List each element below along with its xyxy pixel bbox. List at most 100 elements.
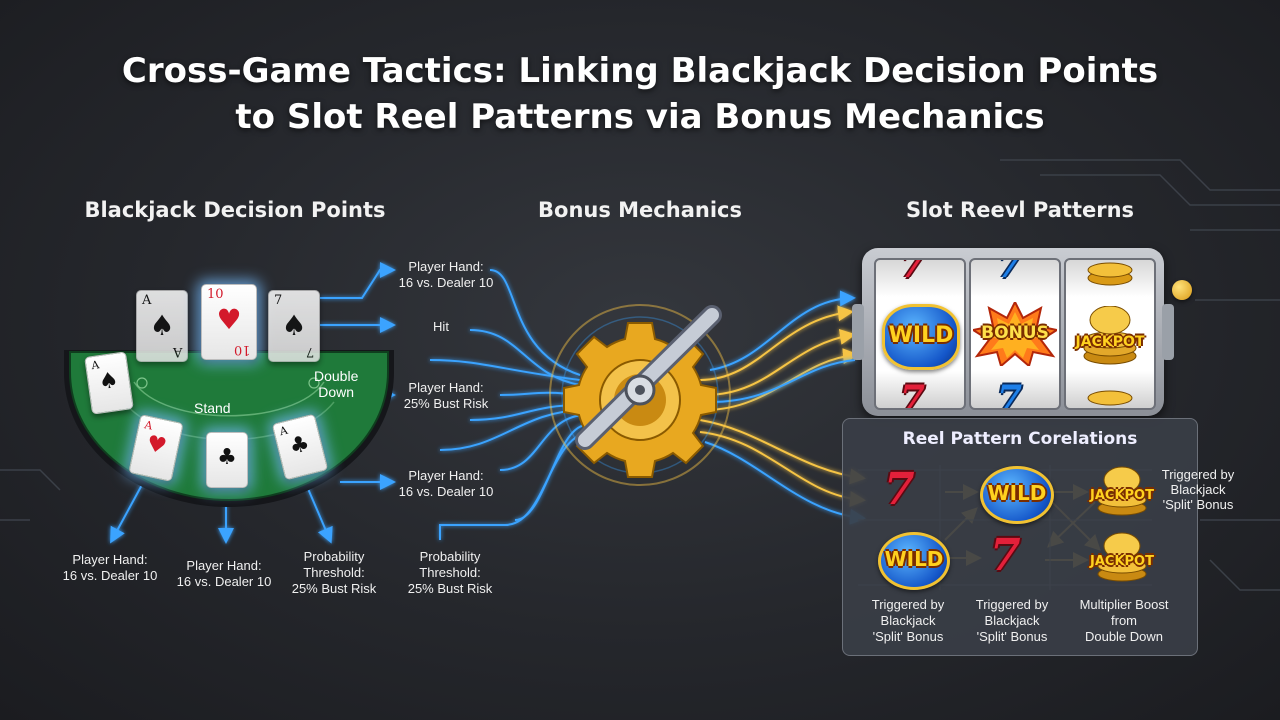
card-rank: A	[142, 293, 152, 308]
spade-icon: ♠	[149, 309, 175, 342]
gold-connectors	[699, 305, 866, 507]
label-line: Player Hand:	[408, 380, 484, 395]
lever-icon	[575, 305, 722, 450]
heart-icon: ♥	[216, 303, 242, 336]
stand-label: Stand	[194, 400, 231, 416]
label-line: 16 vs. Dealer 10	[398, 484, 494, 499]
jackpot-text: JACKPOT	[1090, 554, 1154, 569]
coins-icon	[1087, 262, 1133, 286]
coins-stack-icon	[1097, 466, 1147, 516]
label-line: Player Hand:	[186, 558, 262, 573]
double-down-line-2: Down	[318, 384, 355, 400]
bonus-burst-icon	[973, 302, 1057, 366]
machine-side-right	[1162, 304, 1174, 360]
card-table-clubs: ♣	[206, 432, 248, 488]
label-line: 16 vs. Dealer 10	[62, 568, 158, 583]
club-icon: ♣	[217, 445, 237, 470]
label-line: Blackjack	[1170, 482, 1226, 497]
section-slot-heading: Slot Reevl Patterns	[905, 198, 1135, 222]
corr-caption-1: Triggered by Blackjack 'Split' Bonus	[858, 597, 958, 645]
label-line: 'Split' Bonus	[872, 629, 944, 644]
section-blackjack-heading: Blackjack Decision Points	[84, 198, 386, 222]
double-down-label: Double Down	[314, 368, 358, 400]
corr-caption-2: Triggered by Blackjack 'Split' Bonus	[962, 597, 1062, 645]
label-line: Triggered by	[1161, 467, 1235, 482]
card-rank: 7	[274, 293, 283, 308]
wild-text: WILD	[888, 323, 954, 348]
wild-badge: WILD	[882, 304, 960, 370]
corr-wild-1: WILD	[980, 466, 1054, 524]
label-line: 25% Bust Risk	[291, 581, 377, 596]
label-line: 16 vs. Dealer 10	[398, 275, 494, 290]
label-line: Player Hand:	[408, 259, 484, 274]
label-line: Threshold:	[303, 565, 365, 580]
card-rank-bottom: A	[172, 344, 182, 359]
page-title: Cross-Game Tactics: Linking Blackjack De…	[0, 48, 1280, 140]
coins-stack-icon	[1097, 532, 1147, 582]
corr-side-note: Triggered by Blackjack 'Split' Bonus	[1150, 467, 1246, 512]
machine-side-left	[852, 304, 864, 360]
label-line: 16 vs. Dealer 10	[176, 574, 272, 589]
label-hit: Hit	[433, 319, 449, 334]
corr-jackpot-2: JACKPOT	[1090, 530, 1154, 584]
jackpot-text: JACKPOT	[1090, 488, 1154, 503]
label-line: Probability	[419, 549, 481, 564]
section-bonus-heading: Bonus Mechanics	[538, 198, 742, 222]
seven-symbol: 7	[900, 378, 926, 410]
label-player-hand-bust: Player Hand: 25% Bust Risk	[396, 380, 496, 412]
slot-machine: 7 WILD 7 7 BONUS 7 JACKPOT	[852, 248, 1174, 416]
label-line: Multiplier Boost	[1079, 597, 1169, 612]
reel-2: 7 BONUS 7	[969, 258, 1061, 410]
label-line: Double Down	[1084, 629, 1164, 644]
card-table-ace-spades: A ♠	[84, 351, 134, 415]
seven-symbol-blue: 7	[997, 378, 1023, 410]
label-line: 25% Bust Risk	[407, 581, 493, 596]
label-line: 25% Bust Risk	[403, 396, 489, 411]
seven-symbol-blue: 7	[997, 258, 1023, 286]
circuit-traces	[0, 159, 1280, 591]
card-rank-bottom: 10	[234, 342, 251, 357]
label-line: Player Hand:	[72, 552, 148, 567]
label-bottom-player-hand-2: Player Hand: 16 vs. Dealer 10	[172, 558, 276, 590]
correlations-title: Reel Pattern Corelations	[902, 429, 1138, 449]
label-line: 'Split' Bonus	[1162, 497, 1234, 512]
label-player-hand-1: Player Hand: 16 vs. Dealer 10	[396, 259, 496, 291]
label-bottom-probability-2: Probability Threshold: 25% Bust Risk	[398, 549, 502, 597]
lever-knob[interactable]	[1172, 280, 1192, 300]
wild-text: WILD	[884, 547, 944, 571]
seven-symbol: 7	[900, 258, 926, 286]
card-top-seven-spades: 7 ♠ 7	[268, 290, 320, 362]
spade-icon: ♠	[97, 367, 121, 396]
corr-seven-1: 7	[884, 464, 915, 515]
jackpot-text: JACKPOT	[1075, 334, 1145, 350]
reel-3: JACKPOT	[1064, 258, 1156, 410]
label-line: Triggered by	[975, 597, 1049, 612]
bonus-text: BONUS	[981, 323, 1049, 343]
corr-caption-3: Multiplier Boost from Double Down	[1068, 597, 1180, 645]
reel-1: 7 WILD 7	[874, 258, 966, 410]
corr-jackpot-1: JACKPOT	[1090, 464, 1154, 518]
label-line: Blackjack	[880, 613, 936, 628]
card-top-ace-spades: A ♠ A	[136, 290, 188, 362]
coins-stack-icon	[1083, 306, 1137, 365]
label-bottom-player-hand-1: Player Hand: 16 vs. Dealer 10	[58, 552, 162, 584]
card-rank-bottom: 7	[305, 344, 314, 359]
corr-seven-2: 7	[990, 530, 1021, 581]
coins-icon	[1087, 390, 1133, 406]
wild-text: WILD	[987, 481, 1047, 505]
label-line: Probability	[303, 549, 365, 564]
heart-icon: ♥	[144, 431, 169, 460]
blue-connectors	[110, 262, 589, 544]
label-line: Triggered by	[871, 597, 945, 612]
label-line: Player Hand:	[408, 468, 484, 483]
label-bottom-probability-1: Probability Threshold: 25% Bust Risk	[282, 549, 386, 597]
label-line: 'Split' Bonus	[976, 629, 1048, 644]
spade-icon: ♠	[281, 309, 307, 342]
blue-right-connectors	[704, 290, 866, 525]
label-line: Threshold:	[419, 565, 481, 580]
label-player-hand-2: Player Hand: 16 vs. Dealer 10	[396, 468, 496, 500]
corr-wild-2: WILD	[878, 532, 950, 590]
card-top-ten-hearts: 10 ♥ 10	[201, 284, 257, 360]
label-line: from	[1111, 613, 1137, 628]
title-line-2: to Slot Reel Patterns via Bonus Mechanic…	[235, 97, 1045, 137]
